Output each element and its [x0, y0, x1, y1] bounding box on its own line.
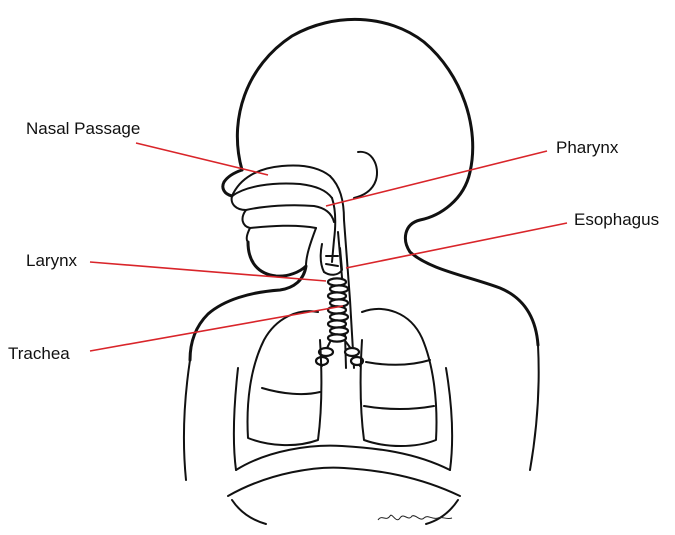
bronchi: [316, 342, 363, 366]
trachea-ring: [328, 334, 346, 341]
trachea-rings: [328, 278, 348, 341]
leader-nasal-passage: [136, 143, 268, 175]
leader-larynx: [90, 262, 326, 281]
leader-trachea: [90, 306, 343, 351]
label-trachea: Trachea: [8, 344, 70, 363]
head-outline: [237, 19, 538, 345]
nasal-oral-cavity: [232, 165, 334, 266]
leader-pharynx: [326, 151, 547, 206]
ear: [354, 152, 377, 198]
label-esophagus: Esophagus: [574, 210, 659, 229]
left-lung: [248, 311, 322, 445]
label-nasal-passage: Nasal Passage: [26, 119, 140, 138]
label-pharynx: Pharynx: [556, 138, 619, 157]
chin-neck-outline: [190, 242, 306, 360]
artist-signature: [378, 515, 452, 520]
label-larynx: Larynx: [26, 251, 78, 270]
right-lung: [361, 309, 437, 446]
leader-esophagus: [346, 223, 567, 268]
